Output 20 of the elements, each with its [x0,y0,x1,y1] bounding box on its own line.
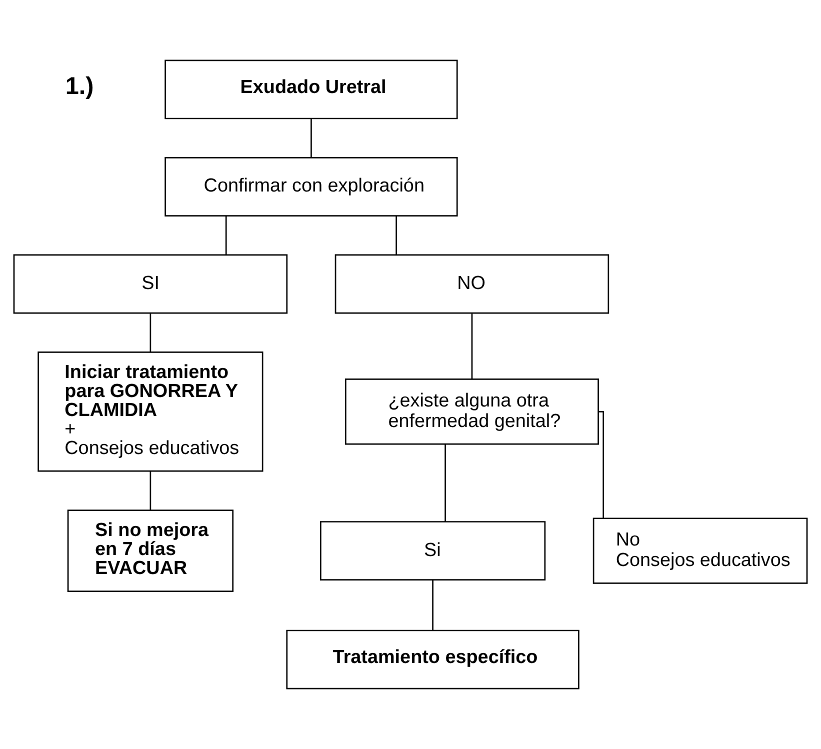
node-box: Iniciar tratamiento para GONORREA Y CLAMIDIA + Consejos educativos [38,352,264,472]
node-box: No Consejos educativos [592,518,808,584]
node-box: Si no mejora en 7 días EVACUAR [67,510,234,592]
node-box: Si [320,521,546,581]
connector [444,444,446,522]
connector [471,314,473,380]
connector [310,118,312,158]
node-box: ¿existe alguna otra enfermedad genital? [344,378,599,445]
label: 1.) [65,73,94,100]
node-box: Tratamiento específico [286,630,580,690]
node-box: NO [334,254,610,314]
connector [150,471,152,510]
node-box: Confirmar con exploración [164,157,458,216]
connector [396,216,397,255]
node-box: SI [13,254,288,314]
connector [432,580,434,630]
connector [225,216,227,255]
connector [150,314,152,352]
node-box: Exudado Uretral [164,60,458,120]
connector [598,410,604,518]
